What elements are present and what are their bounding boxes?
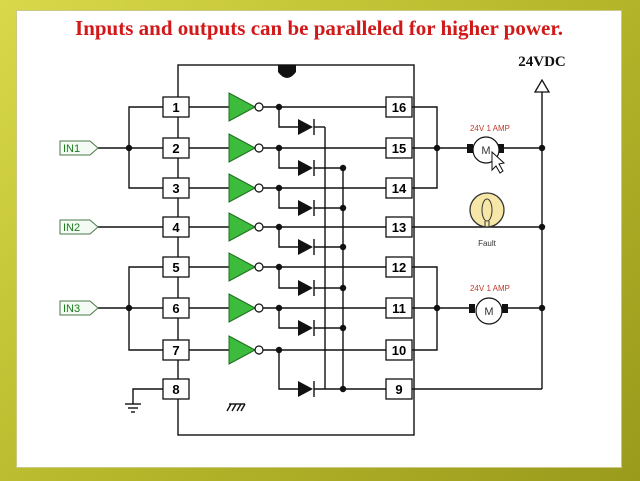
- motor-2-icon: [475, 297, 503, 325]
- ic-body: [177, 64, 415, 436]
- motor-1: 24V 1 AMP M: [467, 124, 510, 174]
- pin-label-7: 7: [172, 343, 179, 358]
- right-pins: 16 15 14 13 12 11 10 9: [385, 96, 413, 400]
- motor-1-rating: 24V 1 AMP: [470, 124, 510, 133]
- supply-arrow-icon: [533, 78, 551, 93]
- supply-label: 24VDC: [518, 54, 566, 70]
- lamp-icon: [469, 192, 505, 228]
- clamp-diodes: [275, 103, 386, 397]
- input-label-in2: IN2: [63, 222, 80, 234]
- pin-label-8: 8: [172, 382, 179, 397]
- pin-label-5: 5: [172, 260, 179, 275]
- pin-label-16: 16: [392, 100, 406, 115]
- lamp-label: Fault: [478, 239, 497, 248]
- mouse-cursor-icon: [491, 150, 506, 174]
- input-tag-in2: IN2: [59, 219, 99, 235]
- input-label-in3: IN3: [63, 303, 80, 315]
- pin-label-2: 2: [172, 141, 179, 156]
- pin-label-15: 15: [392, 141, 406, 156]
- fault-lamp: Fault: [469, 192, 505, 248]
- motor-2: 24V 1 AMP M: [469, 284, 510, 325]
- pin-label-1: 1: [172, 100, 179, 115]
- pin-label-10: 10: [392, 343, 406, 358]
- pin-label-12: 12: [392, 260, 406, 275]
- pin-label-3: 3: [172, 181, 179, 196]
- pin-label-4: 4: [172, 220, 180, 235]
- buffers: [189, 92, 386, 365]
- input-wiring: [98, 106, 246, 413]
- output-wiring: [412, 78, 551, 390]
- pin-label-14: 14: [392, 181, 407, 196]
- input-tag-in1: IN1: [59, 140, 99, 156]
- pin-label-11: 11: [392, 301, 406, 316]
- input-label-in1: IN1: [63, 143, 80, 155]
- ic-notch: [278, 65, 296, 78]
- pin-label-9: 9: [395, 382, 402, 397]
- diagram-title: Inputs and outputs can be paralleled for…: [75, 16, 563, 40]
- pin-label-6: 6: [172, 301, 179, 316]
- pin-label-13: 13: [392, 220, 406, 235]
- buffer-1: [189, 92, 386, 122]
- input-tag-in3: IN3: [59, 300, 99, 316]
- motor-2-rating: 24V 1 AMP: [470, 284, 510, 293]
- motor-2-symbol: M: [484, 306, 493, 318]
- motor-1-symbol: M: [481, 145, 490, 157]
- input-tags: IN1 IN2 IN3: [59, 140, 99, 316]
